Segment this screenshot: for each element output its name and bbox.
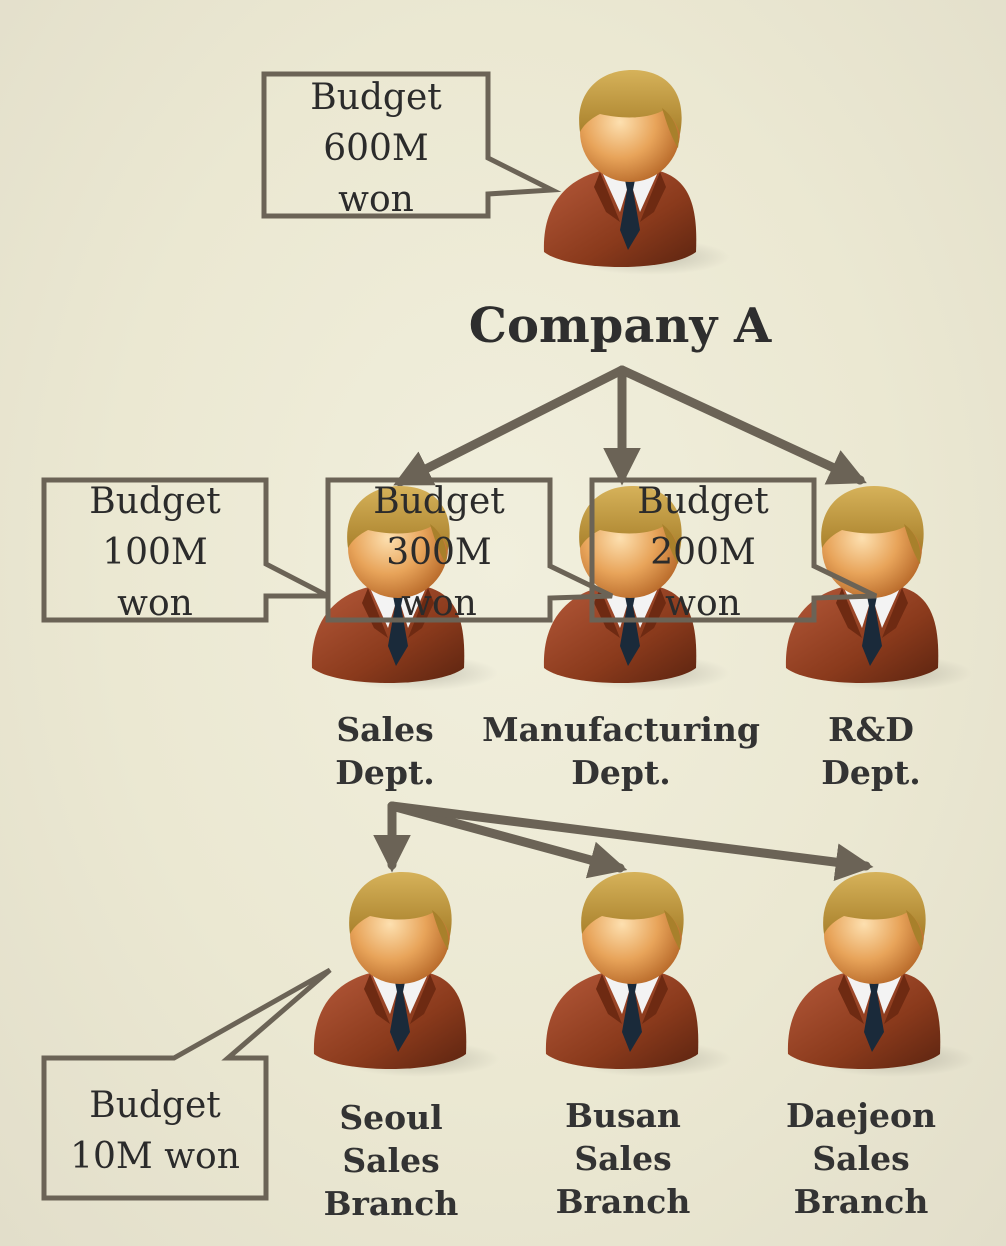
budget-manufacturing: Budget 300M won bbox=[373, 481, 505, 624]
callout-manufacturing bbox=[325, 477, 614, 623]
arrow-sales-to-daejeon bbox=[387, 801, 874, 881]
callout-sales bbox=[41, 477, 330, 623]
businessman-icon bbox=[530, 478, 730, 698]
dept-label-manufacturing: Manufacturing Dept. bbox=[482, 710, 760, 792]
businessman-icon bbox=[530, 62, 730, 282]
callout-seoul bbox=[41, 967, 332, 1201]
businessman-icon bbox=[532, 864, 732, 1084]
businessman-icon bbox=[300, 864, 500, 1084]
branch-label-seoul: Seoul Sales Branch bbox=[323, 1098, 459, 1223]
businessman-icon bbox=[772, 478, 972, 698]
callout-company bbox=[261, 71, 562, 219]
company-title: Company A bbox=[468, 298, 772, 354]
dept-label-rd: R&D Dept. bbox=[821, 710, 921, 792]
callout-rd bbox=[589, 477, 878, 623]
businessman-icon bbox=[774, 864, 974, 1084]
budget-seoul: Budget 10M won bbox=[70, 1085, 240, 1177]
arrow-sales-to-busan bbox=[387, 801, 628, 879]
budget-rd: Budget 200M won bbox=[637, 481, 769, 624]
arrow-company-to-rd bbox=[617, 365, 867, 485]
dept-label-sales: Sales Dept. bbox=[335, 710, 435, 792]
budget-company: Budget 600M won bbox=[310, 77, 442, 220]
arrow-company-to-sales bbox=[393, 365, 627, 487]
branch-label-daejeon: Daejeon Sales Branch bbox=[786, 1096, 936, 1221]
branch-label-busan: Busan Sales Branch bbox=[555, 1096, 691, 1221]
budget-sales: Budget 100M won bbox=[89, 481, 221, 624]
